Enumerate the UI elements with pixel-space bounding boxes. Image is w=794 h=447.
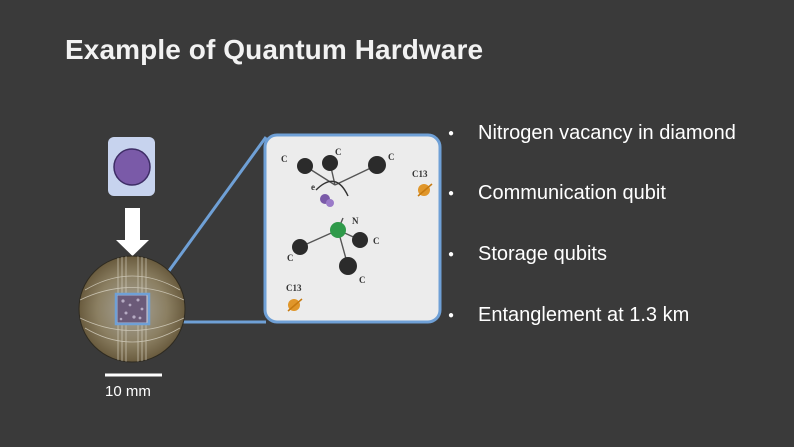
zoom-region-marker (114, 292, 151, 326)
bullet-item: ● Communication qubit (448, 182, 666, 205)
nv-center-panel (263, 133, 442, 324)
bullet-icon: ● (448, 249, 455, 260)
bullet-text: Entanglement at 1.3 km (478, 304, 690, 326)
qubit-circle-icon (113, 148, 151, 186)
electron-spin-icon (315, 180, 349, 207)
bullet-icon: ● (448, 128, 455, 139)
bullet-text: Communication qubit (478, 182, 666, 204)
atom-label: C (359, 275, 366, 285)
atom-label: C (388, 152, 395, 162)
carbon-atom (292, 239, 308, 255)
scale-bar-label: 10 mm (105, 383, 151, 400)
atom-label: C (335, 147, 342, 157)
bullet-icon: ● (448, 310, 455, 321)
atom-label: C (373, 236, 380, 246)
atom-label: C (281, 154, 288, 164)
slide-title: Example of Quantum Hardware (65, 34, 484, 65)
bullet-item: ● Entanglement at 1.3 km (448, 304, 689, 327)
nitrogen-atom (330, 222, 346, 238)
c13-spin-icon (287, 298, 303, 312)
carbon-atom (352, 232, 368, 248)
atom-label: N (352, 216, 359, 226)
bullet-text: Nitrogen vacancy in diamond (478, 122, 736, 144)
diamond-chip-image (78, 255, 186, 363)
bullet-item: ● Storage qubits (448, 243, 607, 266)
atom-label: C13 (286, 283, 302, 293)
down-arrow-icon (116, 208, 149, 256)
zoom-line-top (148, 136, 268, 298)
bullet-item: ● Nitrogen vacancy in diamond (448, 122, 736, 145)
carbon-atom (297, 158, 313, 174)
bullet-icon: ● (448, 188, 455, 199)
atom-label: C13 (412, 169, 428, 179)
carbon-atoms (292, 155, 386, 275)
atom-label: e (311, 182, 315, 192)
carbon-atom (368, 156, 386, 174)
qubit-card (108, 137, 155, 196)
carbon-atom (322, 155, 338, 171)
c13-spin-icon (417, 183, 433, 197)
bullet-text: Storage qubits (478, 243, 607, 265)
carbon-atom (339, 257, 357, 275)
atom-label: C (287, 253, 294, 263)
